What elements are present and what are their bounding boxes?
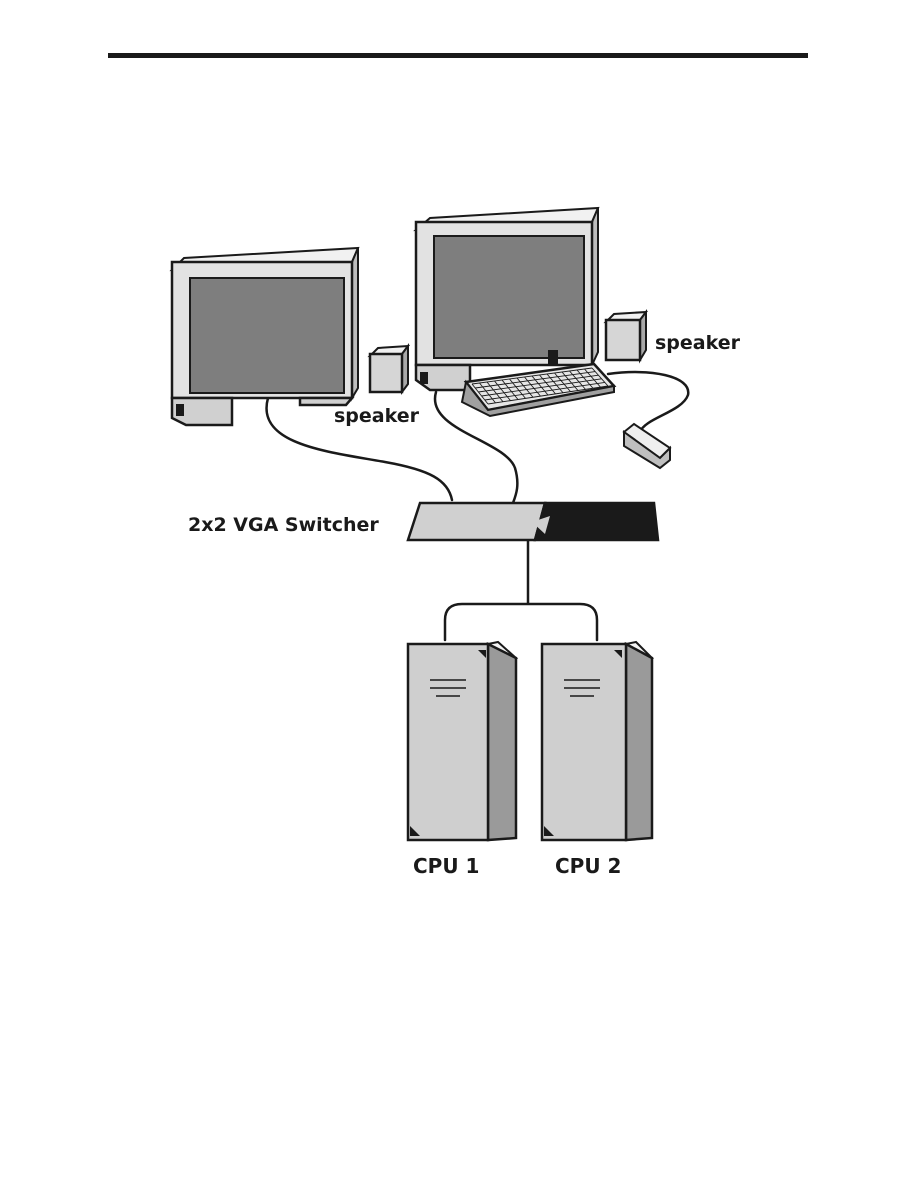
label-switcher: 2x2 VGA Switcher (188, 514, 379, 536)
cable-mouse (608, 372, 688, 432)
vga-switcher (408, 503, 658, 540)
mouse (624, 424, 670, 468)
monitor-right (416, 208, 598, 390)
label-cpu-2: CPU 2 (555, 854, 621, 878)
keyboard (462, 364, 614, 416)
label-speaker-right: speaker (655, 332, 741, 354)
cable-switcher-to-cpus (445, 538, 597, 640)
speaker-left-device (370, 346, 408, 392)
label-speaker-left: speaker (334, 405, 420, 427)
label-cpu-1: CPU 1 (413, 854, 479, 878)
monitor-left (172, 248, 358, 425)
speaker-right-device (606, 312, 646, 360)
cpu-2-tower (542, 642, 652, 840)
cpu-1-tower (408, 642, 516, 840)
